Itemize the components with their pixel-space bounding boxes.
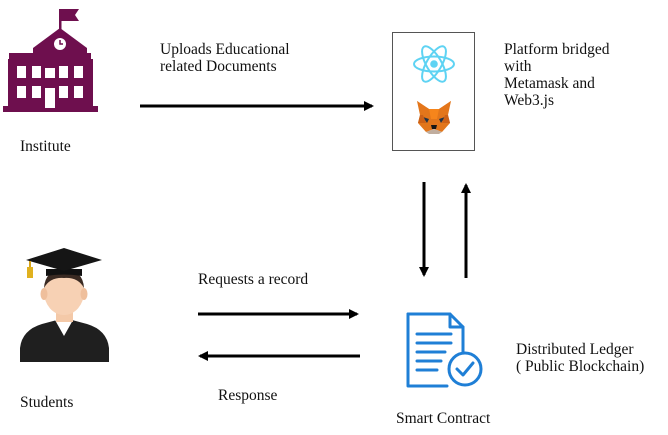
platform-label: Platform bridged with Metamask and Web3.… [504,41,609,109]
platform-label-line-1: Platform bridged [504,41,610,58]
students-node [12,244,117,364]
response-label: Response [218,387,278,404]
uploads-label-line-1: Uploads Educational [160,41,290,58]
institute-node [3,6,98,112]
requests-label: Requests a record [198,271,309,288]
smart-contract-node [405,312,485,392]
students-label: Students [20,394,74,411]
platform-label-line-2: with [504,58,532,75]
school-building-icon [3,9,98,112]
react-logo-icon [413,45,455,83]
platform-label-line-4: Web3.js [504,92,554,109]
graduate-student-icon [20,248,109,362]
ledger-label: Distributed Ledger ( Public Blockchain) [516,341,644,375]
institute-label: Institute [20,138,71,155]
platform-label-line-3: Metamask and [504,75,595,92]
uploads-label: Uploads Educational related Documents [160,41,290,75]
ledger-label-line-1: Distributed Ledger [516,341,634,358]
smart-contract-label: Smart Contract [396,410,491,427]
contract-document-check-icon [406,312,483,388]
metamask-fox-icon [417,101,451,134]
ledger-label-line-2: ( Public Blockchain) [516,358,645,375]
uploads-label-line-2: related Documents [160,58,277,75]
platform-box [392,32,475,151]
